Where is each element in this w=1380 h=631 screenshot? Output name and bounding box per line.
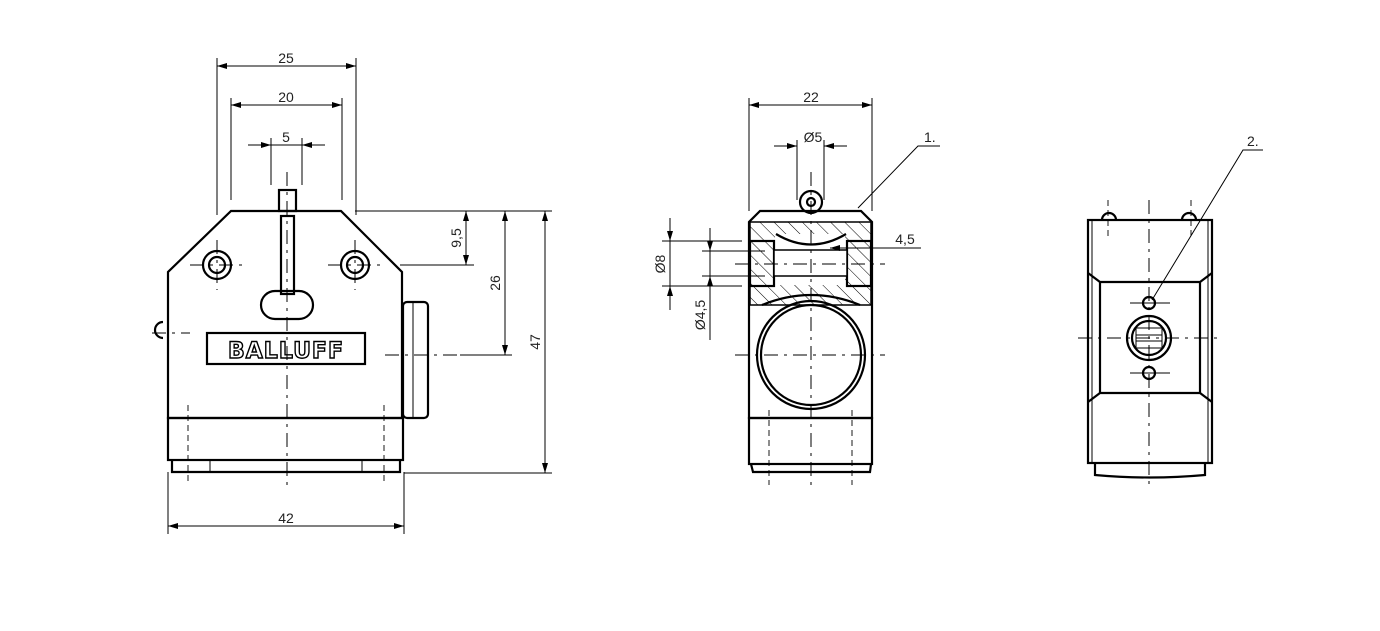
dimension-25: 25 [216, 50, 357, 215]
svg-text:42: 42 [278, 510, 294, 526]
balluff-logo-box [205, 331, 367, 366]
dimension-42: 42 [167, 472, 405, 534]
dimension-dia-5: Ø5 [774, 129, 847, 200]
svg-text:9,5: 9,5 [448, 228, 464, 248]
svg-text:47: 47 [527, 334, 543, 350]
front-left-pin [153, 320, 164, 340]
dimension-dia-8: Ø8 [652, 218, 742, 310]
rear-view: 2. [1078, 133, 1263, 490]
callout-1: 1. [857, 129, 940, 209]
front-body-outline [166, 209, 404, 420]
plunger-slot [279, 214, 296, 296]
svg-text:25: 25 [278, 50, 294, 66]
svg-text:22: 22 [803, 89, 819, 105]
callout-2: 2. [1151, 133, 1263, 301]
dimension-26: 26 [460, 211, 512, 356]
dimension-dia-4-5: Ø4,5 [692, 228, 765, 340]
rear-body-outline [1086, 218, 1214, 465]
svg-text:1.: 1. [924, 129, 936, 145]
dimension-22: 22 [748, 89, 873, 211]
svg-text:Ø4,5: Ø4,5 [692, 300, 708, 331]
svg-text:26: 26 [487, 275, 503, 291]
balluff-logo: BALLUFF [228, 339, 344, 364]
dimension-20: 20 [230, 89, 343, 200]
dimension-9-5: 9,5 [355, 210, 552, 266]
rear-recess [1087, 272, 1213, 403]
front-side-button [401, 300, 430, 420]
side-view: 22 Ø5 Ø8 Ø4,5 4,5 1. [652, 89, 940, 490]
svg-text:2.: 2. [1247, 133, 1259, 149]
svg-text:4,5: 4,5 [895, 231, 915, 247]
svg-text:20: 20 [278, 89, 294, 105]
front-base-block [166, 416, 405, 462]
svg-text:Ø8: Ø8 [652, 254, 668, 273]
svg-text:5: 5 [282, 129, 290, 145]
dimension-47: 47 [404, 211, 552, 474]
svg-text:Ø5: Ø5 [804, 129, 823, 145]
front-view: BALLUFF 25 20 5 9,5 [152, 50, 552, 534]
dimension-depth-4-5: 4,5 [830, 231, 921, 251]
front-base-feet [170, 460, 402, 474]
dimension-5: 5 [248, 129, 325, 185]
